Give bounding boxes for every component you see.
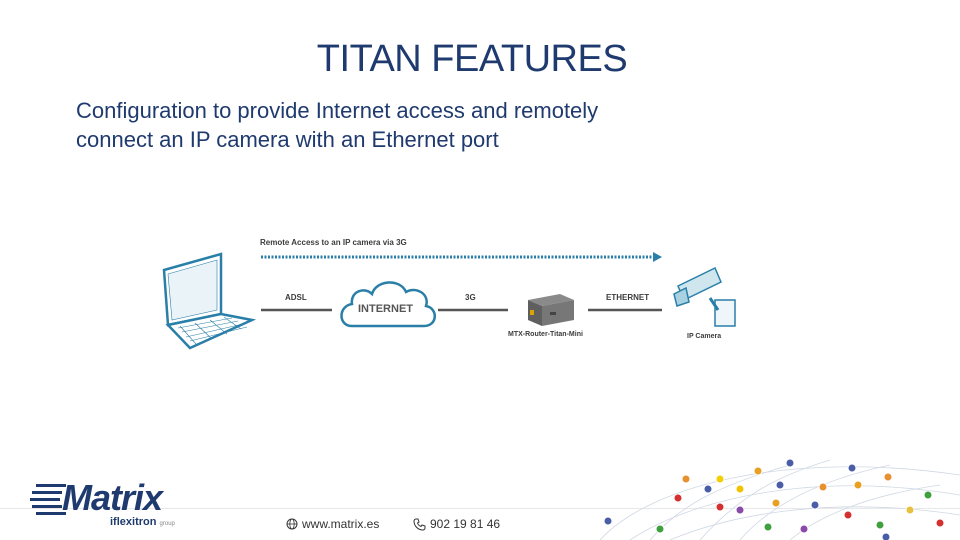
- cloud-icon: [340, 281, 436, 328]
- website-contact[interactable]: www.matrix.es: [286, 517, 379, 531]
- cloud-label: INTERNET: [358, 303, 413, 315]
- arrow-head: [653, 252, 662, 262]
- camera-label: IP Camera: [687, 333, 722, 340]
- diagram-heading: Remote Access to an IP camera via 3G: [260, 238, 407, 247]
- slide-title: TITAN FEATURES: [316, 38, 628, 80]
- matrix-logo: Matrix iflexitron group: [28, 477, 175, 528]
- phone-number: 902 19 81 46: [430, 517, 501, 531]
- network-diagram: Remote Access to an IP camera via 3G ADS…: [150, 228, 750, 358]
- phone-icon: [413, 518, 426, 531]
- 3g-label: 3G: [465, 293, 476, 302]
- diagram-graphics: [162, 252, 736, 350]
- ethernet-label: ETHERNET: [606, 293, 650, 302]
- logo-stripes-icon: [30, 484, 66, 515]
- ip-camera-icon: [673, 266, 736, 327]
- phone-contact: 902 19 81 46: [413, 517, 500, 531]
- website-link[interactable]: www.matrix.es: [302, 517, 380, 531]
- logo-text: Matrix: [62, 477, 163, 518]
- logo-sub-group: group: [159, 521, 175, 527]
- router-icon: [528, 294, 574, 326]
- footer-divider: [0, 508, 960, 509]
- logo-sub-brand: iflexitron: [110, 516, 157, 528]
- laptop-icon: [162, 252, 257, 350]
- router-label: MTX-Router-Titan-Mini: [508, 331, 583, 338]
- decorative-globe-network: [599, 458, 960, 540]
- globe-icon: [286, 518, 298, 530]
- slide-body-text: Configuration to provide Internet access…: [76, 98, 599, 152]
- adsl-label: ADSL: [285, 293, 307, 302]
- logo-subtitle: iflexitron group: [110, 516, 175, 528]
